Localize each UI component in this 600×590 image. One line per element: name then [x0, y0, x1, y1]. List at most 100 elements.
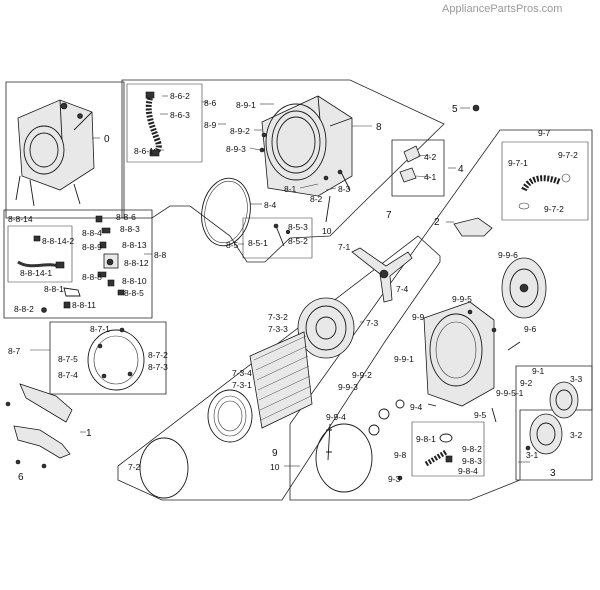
label-8-8-8: 8-8-8: [82, 272, 102, 282]
label-5: 5: [452, 104, 458, 115]
box-group-7: [117, 235, 441, 501]
label-8-6: 8-6: [204, 98, 217, 108]
label-9-6: 9-6: [524, 324, 537, 334]
label-8-7-3: 8-7-3: [148, 362, 168, 372]
label-4-1: 4-1: [424, 172, 437, 182]
gasket-ring-8-4-inner: [204, 180, 248, 244]
box-8-6: [126, 83, 203, 163]
box-3: [515, 365, 593, 481]
box-group-8: [121, 79, 445, 263]
label-9-9-6: 9-9-6: [498, 250, 518, 260]
label-9-9-1: 9-9-1: [394, 354, 414, 364]
callout-labels: 0 1 2 3 4 5 6 7 8 9 10 10 8-6 8-6-2 8-6-…: [8, 91, 583, 484]
box-9-7: [501, 141, 589, 221]
label-9-4: 9-4: [410, 402, 423, 412]
label-8-8-3: 8-8-3: [120, 224, 140, 234]
label-8-4: 8-4: [264, 200, 277, 210]
label-8-8-2: 8-8-2: [14, 304, 34, 314]
label-3-3: 3-3: [570, 374, 583, 384]
label-9-9-2: 9-9-2: [352, 370, 372, 380]
label-6: 6: [18, 472, 24, 483]
box-8-8: [3, 209, 153, 319]
label-4-2: 4-2: [424, 152, 437, 162]
box-8-8-14: [7, 225, 73, 283]
label-7-3-2: 7-3-2: [268, 312, 288, 322]
label-8-8-14-1: 8-8-14-1: [20, 268, 52, 278]
label-9-7-1: 9-7-1: [508, 158, 528, 168]
drum-7-3-drawing: [207, 331, 313, 443]
label-9-7-2-top: 9-7-2: [558, 150, 578, 160]
leader-lines: [30, 95, 530, 467]
label-8-8-9: 8-8-9: [82, 242, 102, 252]
label-8-9: 8-9: [204, 120, 217, 130]
part-5: [472, 104, 480, 112]
ring-7-2: [139, 437, 189, 499]
label-8-9-2: 8-9-2: [230, 126, 250, 136]
label-7-3: 7-3: [366, 318, 379, 328]
label-8: 8: [376, 122, 382, 133]
label-8-7: 8-7: [8, 346, 21, 356]
hose-8-6-drawing: [145, 91, 162, 157]
label-8-8-5: 8-8-5: [124, 288, 144, 298]
label-9: 9: [272, 448, 278, 459]
label-8-7-1: 8-7-1: [90, 324, 110, 334]
label-7-3-1: 7-3-1: [232, 380, 252, 390]
label-8-8-13: 8-8-13: [122, 240, 147, 250]
label-1: 1: [86, 428, 92, 439]
spider-7-1-drawing: [351, 247, 413, 303]
label-8-8: 8-8: [154, 250, 167, 260]
label-9-9-3: 9-9-3: [338, 382, 358, 392]
label-9-8-3: 9-8-3: [462, 456, 482, 466]
back-panel-7-3-drawing: [297, 297, 355, 359]
label-8-8-4: 8-8-4: [82, 228, 102, 238]
label-8-8-14: 8-8-14: [8, 214, 33, 224]
label-8-7-2: 8-7-2: [148, 350, 168, 360]
label-8-1: 8-1: [284, 184, 297, 194]
group-boxes: [3, 79, 593, 501]
label-8-6-2: 8-6-2: [170, 91, 190, 101]
label-9-3: 9-3: [388, 474, 401, 484]
label-9-9-5: 9-9-5: [452, 294, 472, 304]
gasket-ring-8-4: [201, 177, 251, 247]
label-9-9: 9-9: [412, 312, 425, 322]
label-8-5-2: 8-5-2: [288, 236, 308, 246]
label-8-8-14-2: 8-8-14-2: [42, 236, 74, 246]
box-9-8: [411, 421, 485, 477]
box-8-5: [242, 217, 313, 259]
label-8-7-5: 8-7-5: [58, 354, 78, 364]
label-8-8-10: 8-8-10: [122, 276, 147, 286]
parts-3-drawing: [525, 381, 579, 455]
rear-tub-9-drawing: [423, 301, 497, 407]
label-0: 0: [104, 134, 110, 145]
label-3-1: 3-1: [526, 450, 539, 460]
parts-9-9-drawing: [315, 341, 521, 493]
label-8-2: 8-2: [310, 194, 323, 204]
label-9-8-1: 9-8-1: [416, 434, 436, 444]
label-7: 7: [386, 210, 392, 221]
label-7-4: 7-4: [396, 284, 409, 294]
label-9-1: 9-1: [532, 366, 545, 376]
label-4: 4: [458, 164, 464, 175]
label-8-3: 8-3: [338, 184, 351, 194]
front-tub-8-drawing: [259, 95, 353, 223]
label-8-8-1: 8-8-1: [44, 284, 64, 294]
label-8-8-11: 8-8-11: [72, 300, 96, 310]
parts-8-5-drawing: [273, 223, 291, 247]
label-9-7: 9-7: [538, 128, 551, 138]
label-8-5-3: 8-5-3: [288, 222, 308, 232]
part-2: [453, 217, 493, 237]
label-9-8-2: 9-8-2: [462, 444, 482, 454]
label-8-9-3: 8-9-3: [226, 144, 246, 154]
label-8-8-6: 8-8-6: [116, 212, 136, 222]
label-3: 3: [550, 468, 556, 479]
label-7-2: 7-2: [128, 462, 141, 472]
label-9-9-5-1: 9-9-5-1: [496, 388, 524, 398]
label-8-8-12: 8-8-12: [124, 258, 149, 268]
label-7-3-4: 7-3-4: [232, 368, 252, 378]
parts-9-8-drawing: [424, 433, 453, 467]
box-4: [391, 139, 445, 197]
label-8-6-3: 8-6-3: [170, 110, 190, 120]
brackets-1-drawing: [5, 383, 73, 469]
